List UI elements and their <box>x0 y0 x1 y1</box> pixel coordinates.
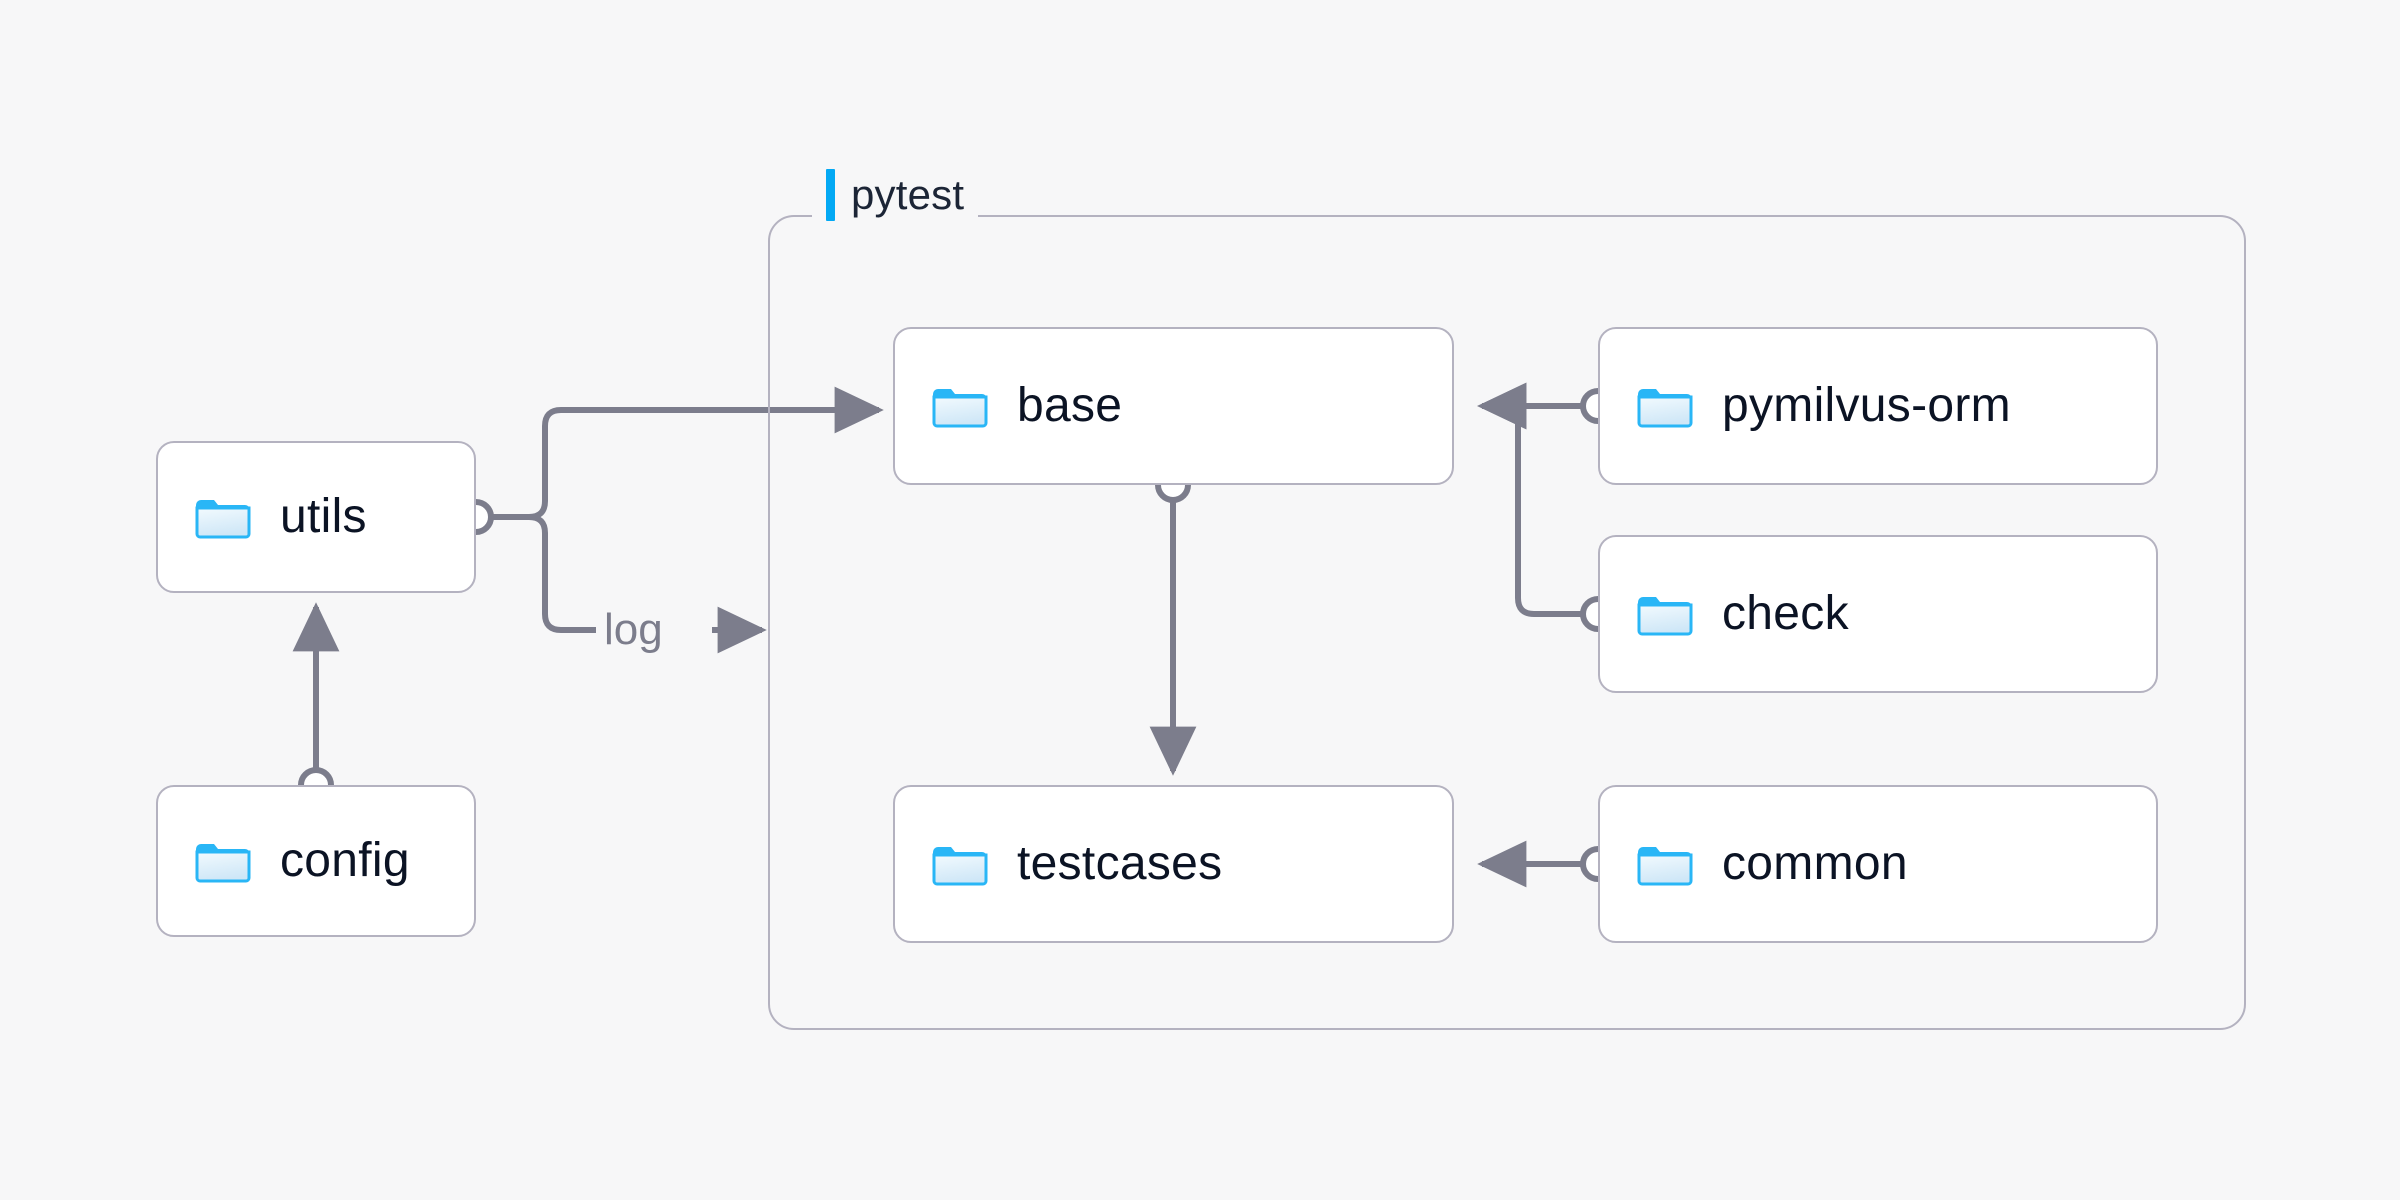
node-label: config <box>280 834 410 887</box>
group-title-text: pytest <box>851 171 965 218</box>
folder-icon <box>1636 840 1694 888</box>
folder-icon <box>931 840 989 888</box>
node-label: check <box>1722 587 1849 640</box>
group-accent-bar <box>826 169 835 221</box>
folder-icon <box>194 493 252 541</box>
node-label: pymilvus-orm <box>1722 379 2011 432</box>
folder-icon <box>1636 382 1694 430</box>
folder-icon <box>1636 590 1694 638</box>
node-base[interactable]: base <box>893 327 1454 485</box>
node-label: utils <box>280 490 367 543</box>
folder-icon <box>194 837 252 885</box>
node-label: base <box>1017 379 1123 432</box>
edge-label-log: log <box>604 605 663 654</box>
node-label: common <box>1722 837 1908 890</box>
node-label: testcases <box>1017 837 1223 890</box>
node-common[interactable]: common <box>1598 785 2158 943</box>
node-config[interactable]: config <box>156 785 476 937</box>
node-pymilvus-orm[interactable]: pymilvus-orm <box>1598 327 2158 485</box>
pytest-group-label: pytest <box>812 168 979 222</box>
edge-utils-to-log <box>528 514 596 633</box>
node-utils[interactable]: utils <box>156 441 476 593</box>
folder-icon <box>931 382 989 430</box>
pytest-group-container[interactable] <box>768 215 2246 1030</box>
node-check[interactable]: check <box>1598 535 2158 693</box>
node-testcases[interactable]: testcases <box>893 785 1454 943</box>
